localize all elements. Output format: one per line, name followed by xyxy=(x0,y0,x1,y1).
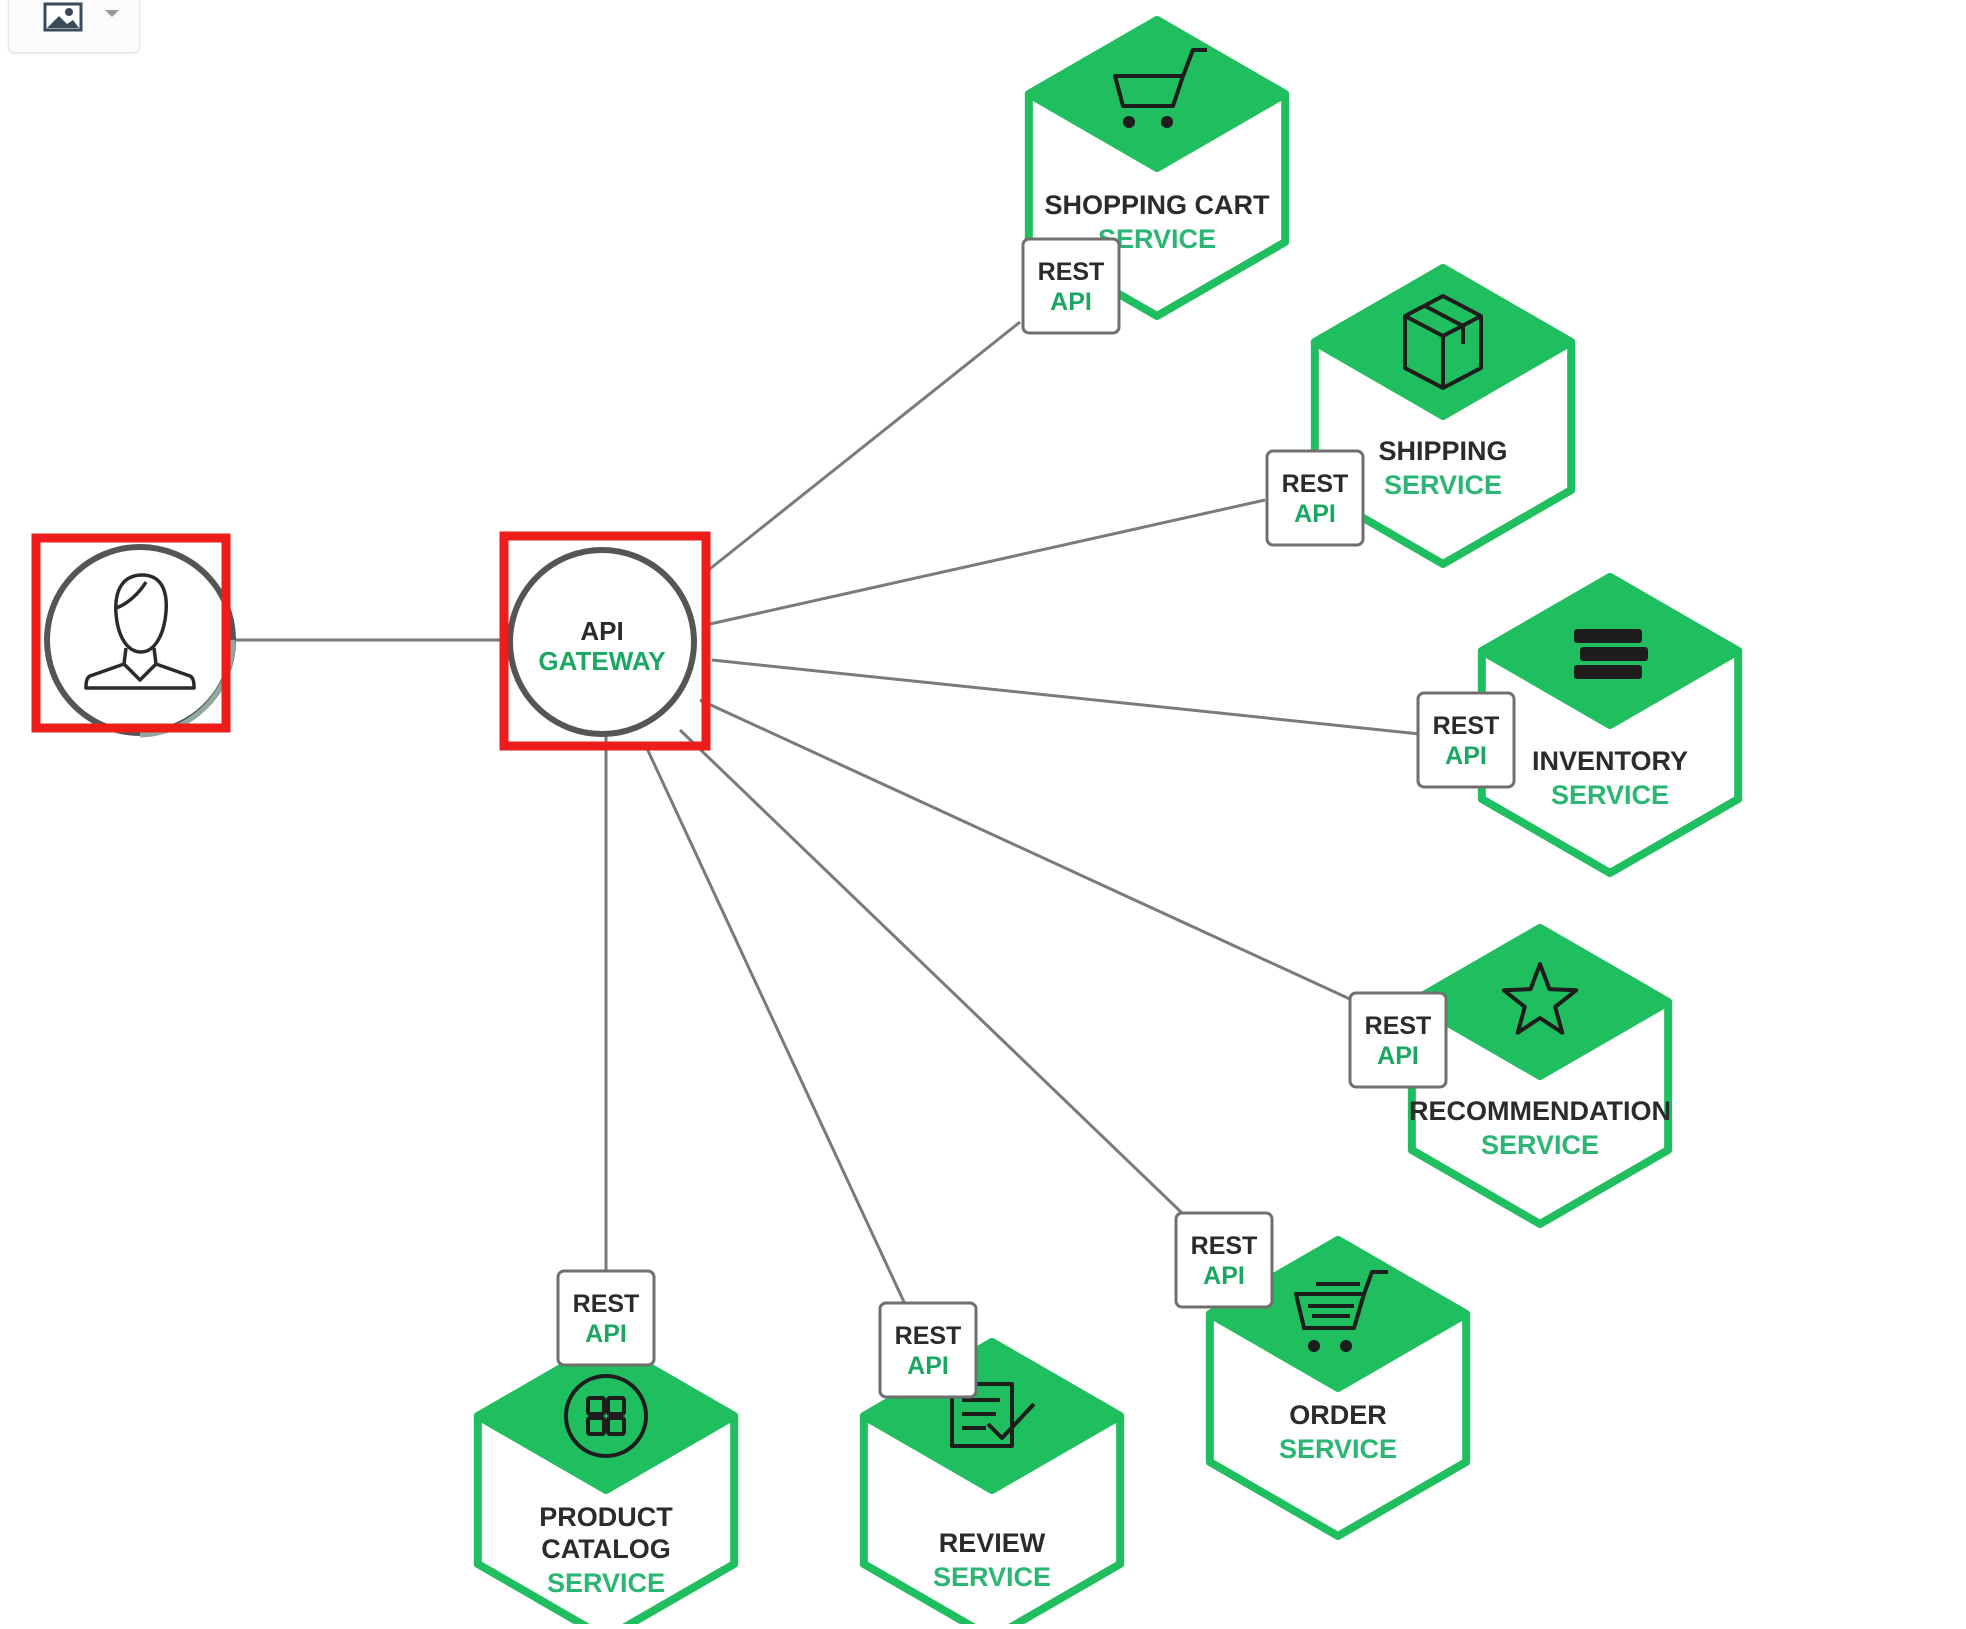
review-icon xyxy=(950,1382,1036,1448)
rest-api-box xyxy=(1265,449,1365,547)
client-node[interactable] xyxy=(31,533,236,738)
rest-api-box xyxy=(1174,1211,1274,1309)
service-title: PRODUCT xyxy=(539,1502,673,1532)
stack-icon xyxy=(1574,629,1648,679)
connection-inventory xyxy=(711,658,1421,736)
rest-api-box xyxy=(1416,691,1516,789)
service-title: SHOPPING CART xyxy=(1044,190,1270,220)
service-subtitle: SERVICE xyxy=(1551,780,1669,810)
gateway-selection-highlight xyxy=(499,531,711,751)
connections xyxy=(233,320,1421,1303)
service-title: SHIPPING xyxy=(1378,436,1507,466)
box-icon xyxy=(1403,294,1483,390)
service-order[interactable]: ORDER SERVICE xyxy=(1205,1236,1471,1540)
api-gateway-node[interactable]: API GATEWAY xyxy=(499,531,711,751)
service-title: INVENTORY xyxy=(1532,746,1688,776)
api-label: API xyxy=(1294,500,1336,528)
image-icon[interactable] xyxy=(43,2,83,32)
service-inventory[interactable]: INVENTORY SERVICE xyxy=(1477,573,1743,877)
service-subtitle: SERVICE xyxy=(547,1568,665,1598)
connection-review xyxy=(642,741,906,1303)
rest-api-box xyxy=(1021,237,1121,335)
connection-recommendation xyxy=(699,698,1353,1002)
order-cart-icon xyxy=(1294,1270,1388,1352)
client-selection-highlight xyxy=(31,533,231,733)
service-subtitle: SERVICE xyxy=(1384,470,1502,500)
connection-order xyxy=(678,728,1184,1215)
service-cap xyxy=(1024,16,1290,172)
catalog-icon xyxy=(564,1374,648,1458)
service-subtitle: SERVICE xyxy=(1481,1130,1599,1160)
rest-label: REST xyxy=(1038,258,1105,286)
api-label: API xyxy=(1445,742,1487,770)
service-subtitle: SERVICE xyxy=(1279,1434,1397,1464)
service-cap xyxy=(1407,924,1673,1080)
chevron-down-icon[interactable] xyxy=(105,10,119,17)
api-label: API xyxy=(585,1320,627,1348)
service-title: RECOMMENDATION xyxy=(1409,1096,1671,1126)
service-subtitle: SERVICE xyxy=(933,1562,1051,1592)
rest-label: REST xyxy=(1191,1232,1258,1260)
rest-label: REST xyxy=(895,1322,962,1350)
rest-label: REST xyxy=(1433,712,1500,740)
rest-label: REST xyxy=(1365,1012,1432,1040)
rest-api-badges: RESTAPIRESTAPIRESTAPIRESTAPIRESTAPIRESTA… xyxy=(556,237,1516,1399)
service-shipping[interactable]: SHIPPING SERVICE xyxy=(1310,264,1576,568)
gateway-label-line2: GATEWAY xyxy=(538,646,665,676)
gateway-label-line1: API xyxy=(580,616,623,646)
service-title: ORDER xyxy=(1289,1400,1387,1430)
user-icon xyxy=(84,573,196,690)
rest-api-box xyxy=(556,1269,656,1367)
cart-icon xyxy=(1113,48,1207,128)
rest-api-box xyxy=(878,1301,978,1399)
image-toolbar[interactable] xyxy=(8,0,140,53)
api-label: API xyxy=(907,1352,949,1380)
service-cap xyxy=(473,1338,739,1494)
api-label: API xyxy=(1203,1262,1245,1290)
service-title: CATALOG xyxy=(541,1534,670,1564)
api-label: API xyxy=(1377,1042,1419,1070)
rest-label: REST xyxy=(573,1290,640,1318)
star-icon xyxy=(1501,962,1579,1035)
connection-shipping xyxy=(709,498,1266,626)
connection-shopping-cart xyxy=(705,320,1021,574)
service-title: REVIEW xyxy=(939,1528,1046,1558)
rest-label: REST xyxy=(1282,470,1349,498)
api-label: API xyxy=(1050,288,1092,316)
rest-api-box xyxy=(1348,991,1448,1089)
service-recommendation[interactable]: RECOMMENDATION SERVICE xyxy=(1407,924,1673,1228)
